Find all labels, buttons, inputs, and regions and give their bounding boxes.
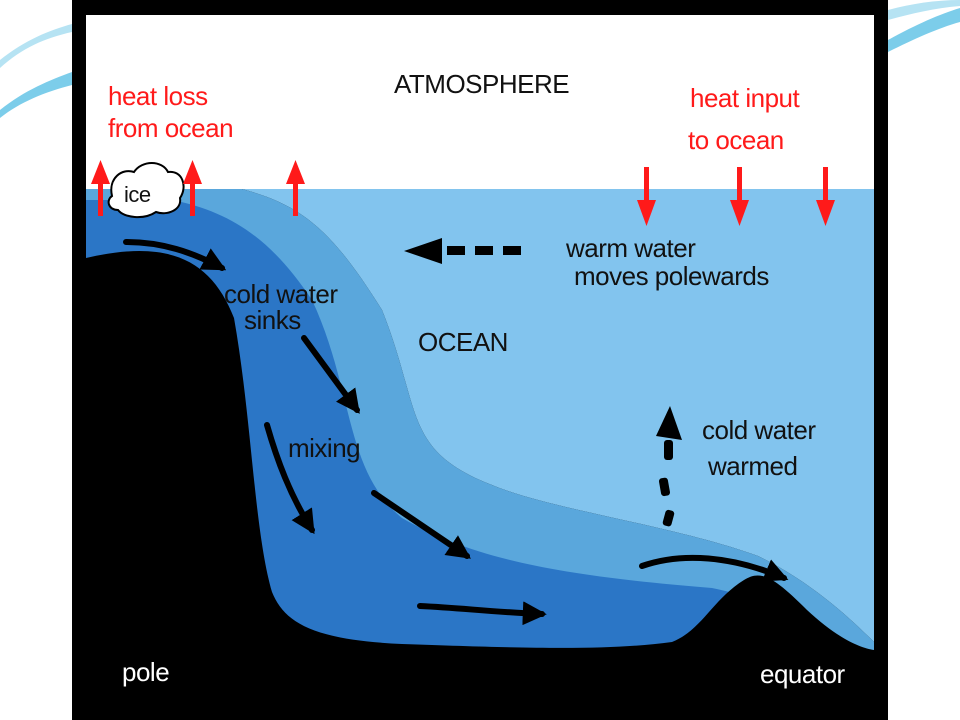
ice-chunk-icon [107, 162, 185, 218]
arrow-icon [404, 238, 442, 264]
arrow-icon [264, 422, 315, 535]
ice-label: ice [124, 182, 151, 207]
atmosphere-label: ATMOSPHERE [394, 69, 570, 99]
arrow-icon [371, 490, 471, 559]
arrow-icon [417, 601, 547, 626]
slide-swoosh-left [0, 72, 72, 118]
diagram-graphics [86, 15, 874, 720]
cold-water-warmed-label-line2: warmed [708, 451, 798, 481]
cold-water-sinks-label-line2: sinks [244, 305, 301, 335]
heat-loss-label-line2: from ocean [108, 113, 234, 143]
cold-water-sinks-label-line1: cold water [224, 279, 338, 309]
pole-label: pole [122, 657, 170, 687]
warm-water-label-line1: warm water [566, 233, 696, 263]
arrow-icon [123, 239, 227, 271]
ocean-circulation-diagram: ATMOSPHERE heat loss from ocean heat inp… [72, 0, 888, 720]
heat-input-label-line1: heat input [690, 83, 800, 113]
arrow-up-icon [286, 160, 305, 216]
warm-water-label-line2: moves polewards [574, 261, 769, 291]
arrow-down-icon [637, 167, 656, 226]
slide-swoosh-right [888, 8, 960, 52]
upwelling-arrow [656, 406, 682, 527]
arrow-down-icon [816, 167, 835, 226]
arrow-up-icon [91, 160, 110, 216]
ocean-surface-water [86, 189, 874, 642]
atmosphere-region [86, 15, 874, 189]
seafloor [86, 251, 874, 720]
arrow-down-icon [730, 167, 749, 226]
heat-loss-arrows [91, 160, 305, 216]
heat-input-label-line2: to ocean [688, 125, 784, 155]
arrow-icon [301, 335, 360, 414]
arrow-up-icon [183, 160, 202, 216]
heat-loss-label-line1: heat loss [108, 81, 208, 111]
slide-swoosh-right-2 [888, 0, 960, 20]
arrow-icon [639, 554, 789, 582]
equator-label: equator [760, 659, 845, 689]
ocean-label: OCEAN [418, 327, 508, 357]
cold-water-warmed-label-line1: cold water [702, 415, 816, 445]
mixing-label: mixing [288, 433, 361, 463]
ocean-cold-water [86, 200, 874, 700]
heat-input-arrows [637, 167, 835, 226]
slide-swoosh-left-2 [0, 24, 72, 68]
cold-flow-arrows [123, 239, 789, 626]
arrow-icon [656, 406, 682, 440]
warm-water-arrow [404, 238, 521, 264]
